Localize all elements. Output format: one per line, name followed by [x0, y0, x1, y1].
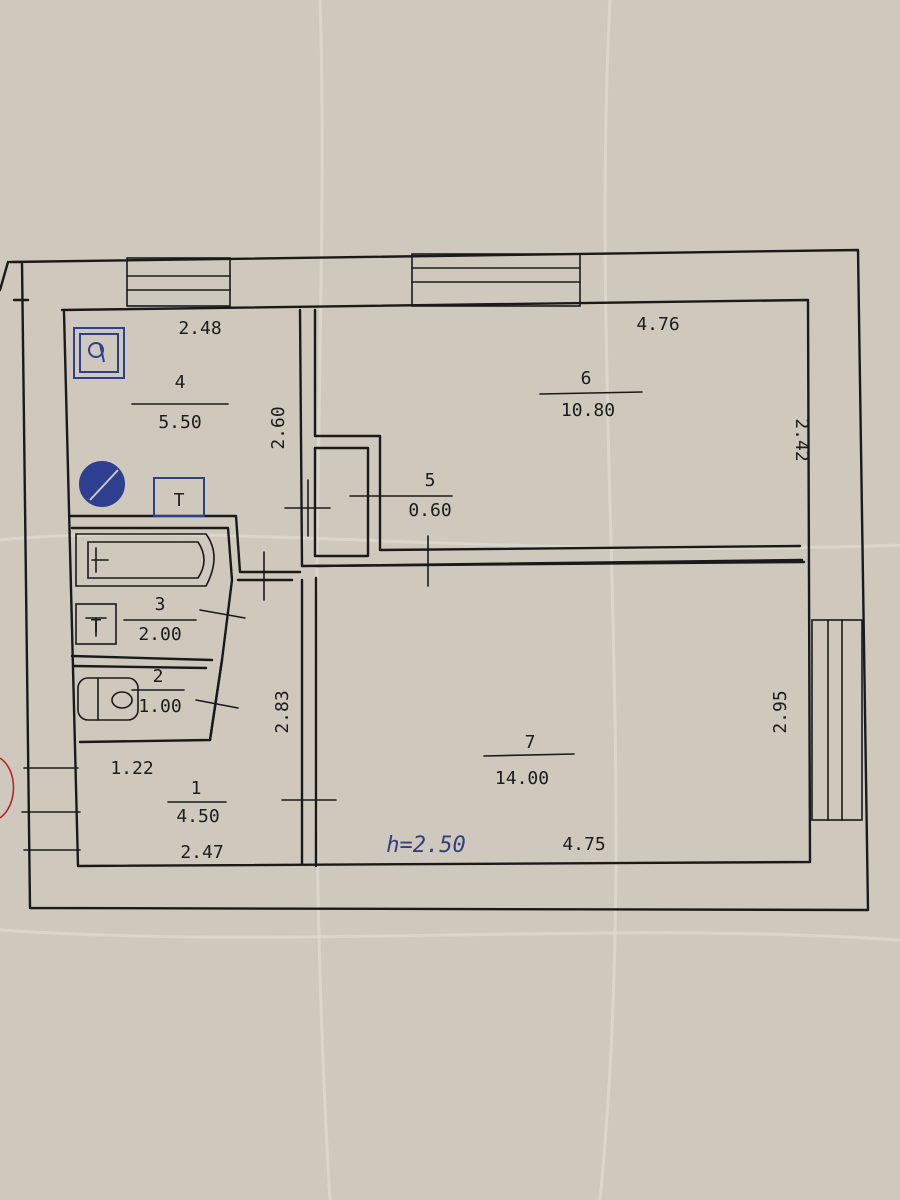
outer-walls [0, 248, 870, 912]
dim-room1-width: 2.47 [180, 842, 223, 863]
interior-walls [68, 308, 806, 868]
water-heater-label: T [174, 490, 185, 511]
dim-room7-length: 2.95 [770, 690, 791, 733]
window-top-left [126, 257, 231, 307]
room-6-area: 10.80 [561, 400, 615, 421]
dim-room4-length: 2.60 [268, 406, 289, 449]
toilet-icon [77, 677, 139, 721]
room-7-label: 7 14.00 [483, 732, 575, 789]
room-4-area: 5.50 [158, 412, 201, 433]
room-4-number-real: 4 [175, 372, 186, 393]
entrance-door [21, 767, 81, 851]
room-6-number: 6 [581, 368, 592, 389]
dim-wc-width: 1.22 [110, 758, 153, 779]
room-3-label: 3 2.00 [123, 594, 197, 645]
room-6-label: 6 10.80 [539, 368, 643, 421]
sink-icon [75, 603, 117, 645]
room-4-label: 4 5.50 [131, 372, 229, 433]
window-right [811, 619, 863, 821]
room-3-number: 3 [155, 594, 166, 615]
room-3-area: 2.00 [138, 624, 181, 645]
room-5-label: 5 0.60 [349, 470, 453, 521]
window-top-right [411, 253, 581, 307]
room-1-label: 1 4.50 [167, 778, 227, 827]
dim-corridor-length: 2.83 [272, 690, 293, 733]
door-ticks [195, 479, 429, 801]
room-7-number: 7 [525, 732, 536, 753]
stove-icon [73, 327, 125, 379]
dim-room6-length: 2.42 [791, 418, 812, 461]
room-1-area: 4.50 [176, 806, 219, 827]
ceiling-height: h=2.50 [386, 833, 465, 858]
bathtub [75, 533, 215, 587]
room-7-area: 14.00 [495, 768, 549, 789]
stamp-fragment [0, 757, 15, 819]
room-5-number: 5 [425, 470, 436, 491]
dim-room7-width: 4.75 [562, 834, 605, 855]
gas-meter-icon [79, 461, 125, 507]
room-2-label: 2 1.00 [131, 666, 185, 717]
room-2-area: 1.00 [138, 696, 181, 717]
tap-label: T [91, 616, 102, 637]
room-5-area: 0.60 [408, 500, 451, 521]
dim-room4-width: 2.48 [178, 318, 221, 339]
room-2-number: 2 [153, 666, 164, 687]
dim-room6-width: 4.76 [636, 314, 679, 335]
room-1-number: 1 [191, 778, 202, 799]
water-heater-icon [153, 477, 205, 517]
